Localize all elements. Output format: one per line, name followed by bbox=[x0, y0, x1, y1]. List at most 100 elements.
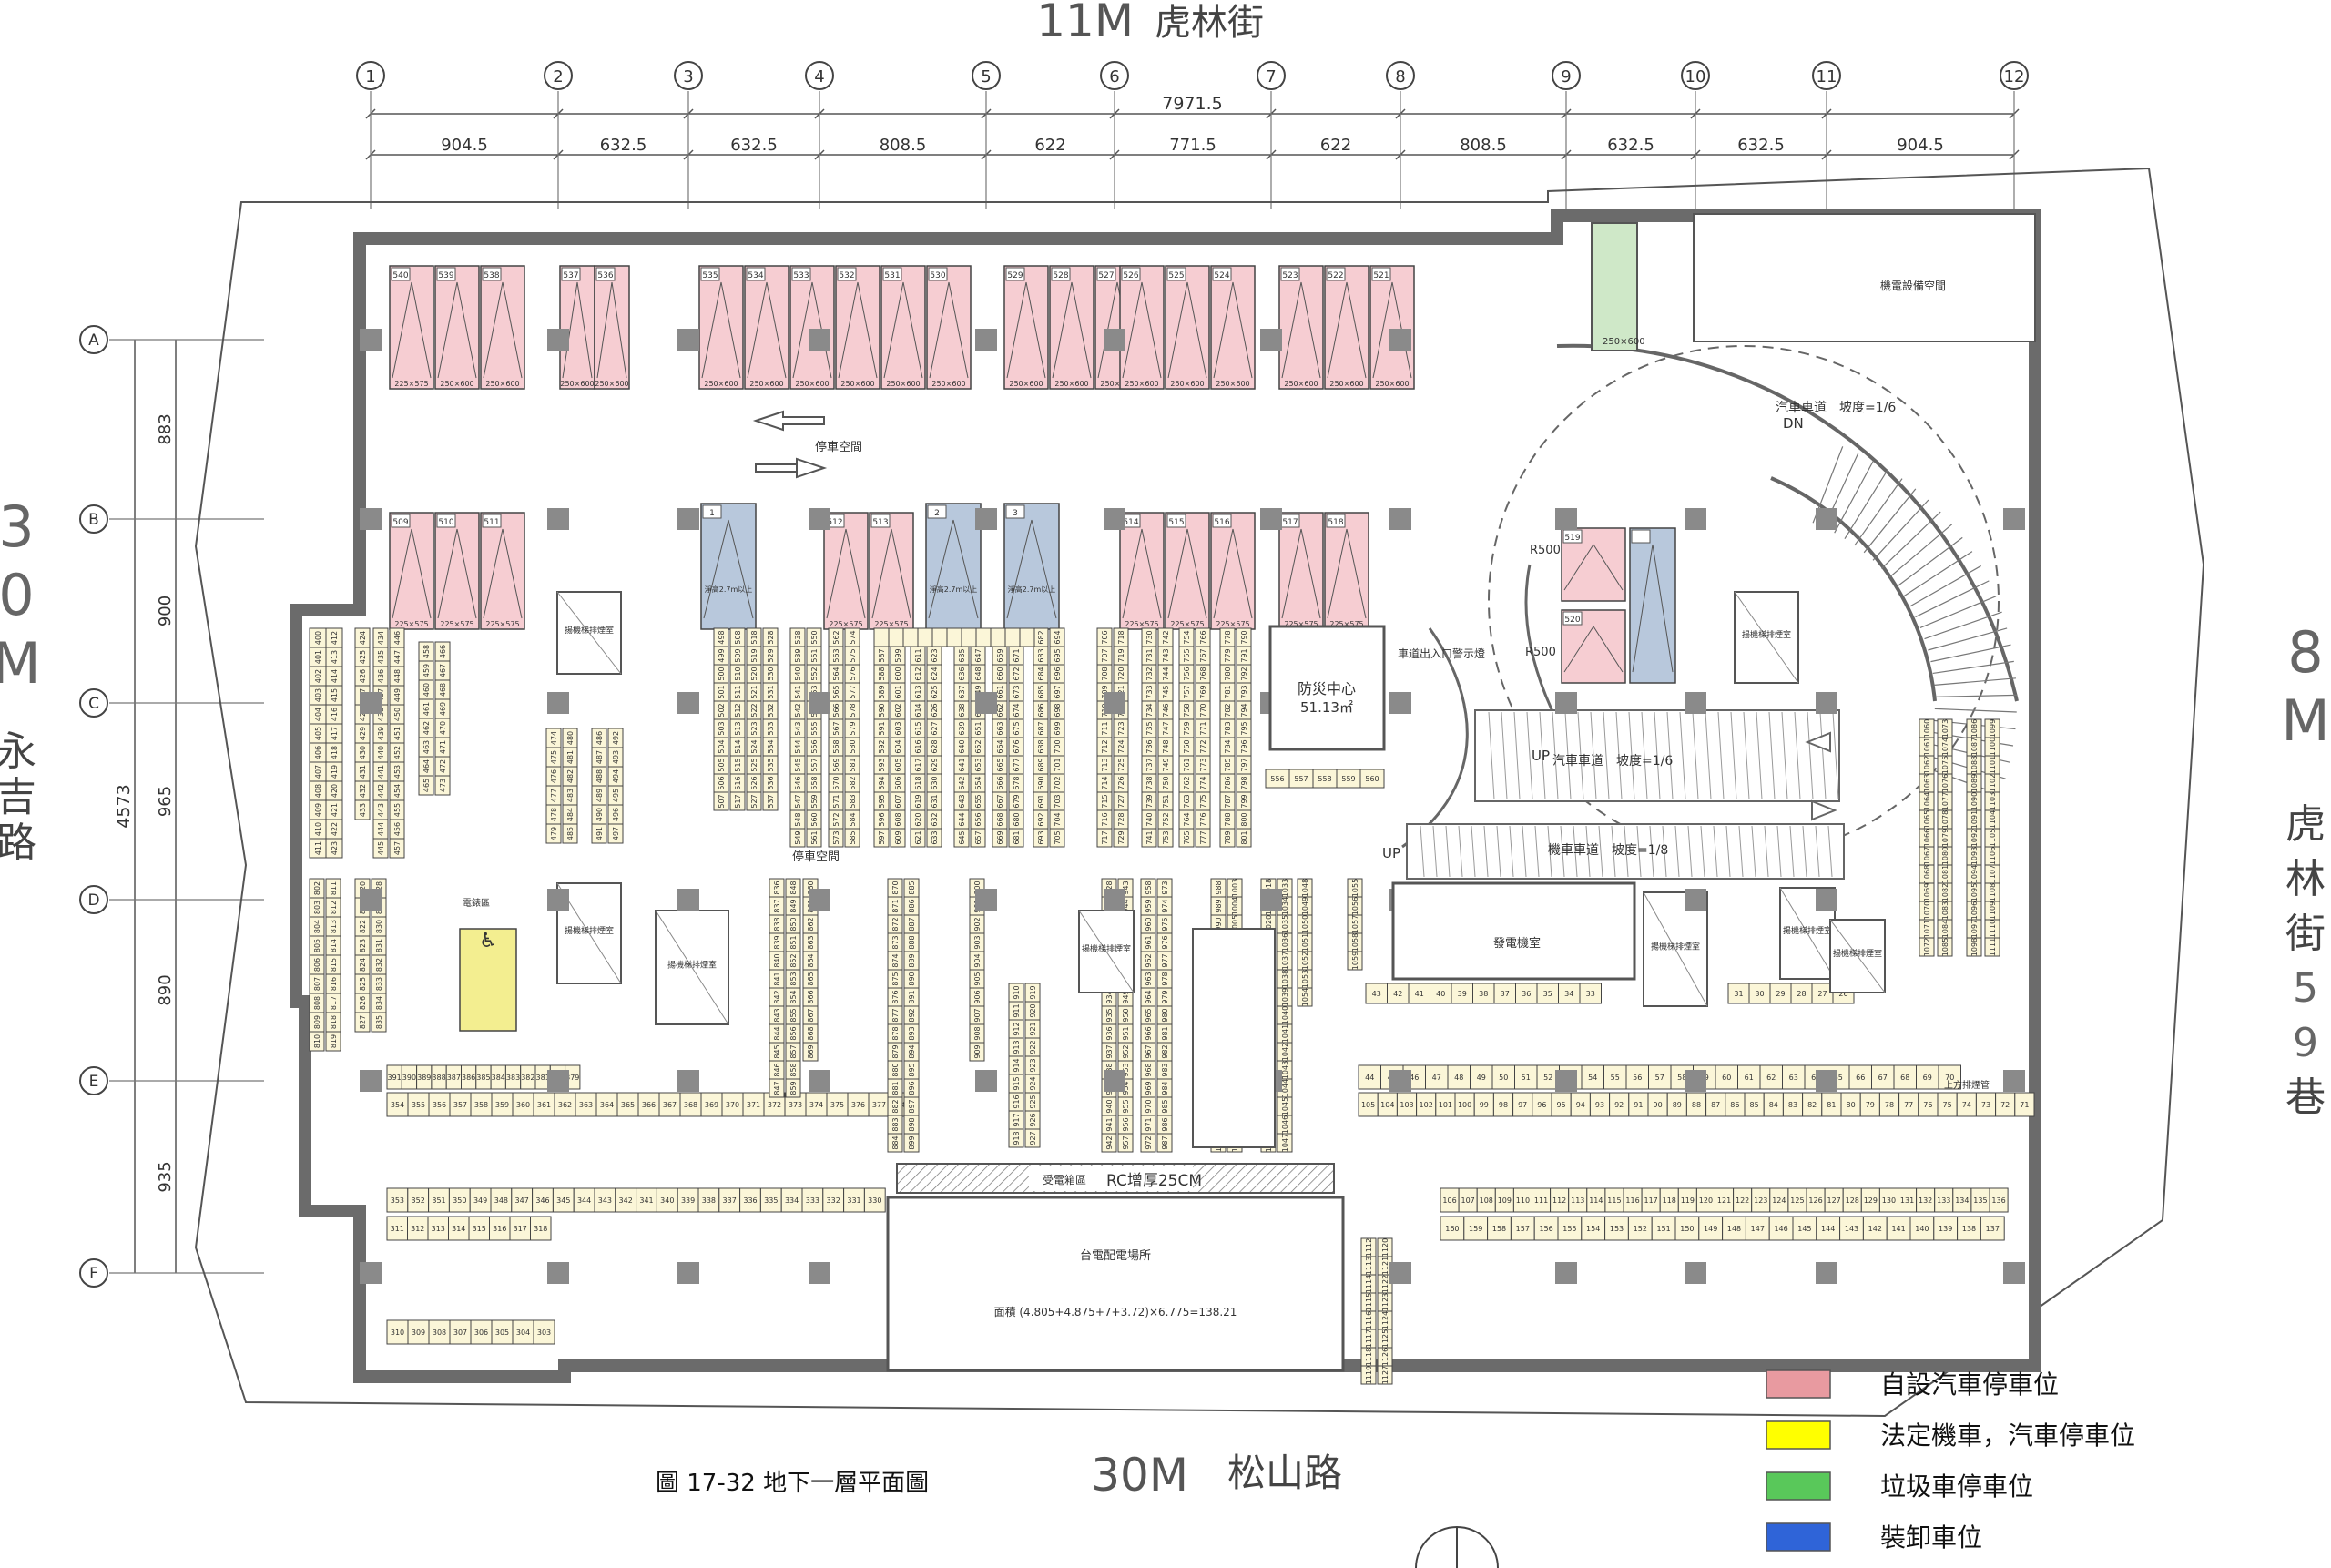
moto-stall: 40 bbox=[1430, 983, 1452, 1004]
moto-stall-number: 847 bbox=[773, 1081, 781, 1095]
moto-stall: 84 bbox=[1763, 1092, 1784, 1117]
moto-stall: 382 bbox=[520, 1064, 536, 1090]
moto-stall-number: 82 bbox=[1807, 1101, 1817, 1109]
moto-stall bbox=[961, 627, 977, 647]
moto-stall: 413 bbox=[325, 647, 343, 667]
moto-stall-number: 1078 bbox=[1941, 810, 1949, 829]
moto-stall-number: 334 bbox=[785, 1196, 799, 1205]
moto-stall-number: 924 bbox=[1029, 1076, 1037, 1090]
moto-stall-number: 681 bbox=[1013, 830, 1021, 844]
moto-stall-number: 636 bbox=[958, 667, 966, 680]
moto-stall-number: 1082 bbox=[1941, 883, 1949, 901]
moto-stall: 959 bbox=[1140, 896, 1156, 916]
moto-stall-number: 1085 bbox=[1941, 938, 1949, 956]
moto-stall-box bbox=[844, 828, 860, 848]
moto-stall-number: 106 bbox=[1442, 1196, 1456, 1205]
moto-stall: 958 bbox=[1140, 878, 1156, 898]
moto-stall: 764 bbox=[1178, 809, 1195, 830]
moto-stall-number: 383 bbox=[506, 1074, 520, 1082]
dim-row-span: 890 bbox=[156, 974, 175, 1005]
moto-stall-number: 878 bbox=[891, 1026, 900, 1040]
moto-stall-number: 854 bbox=[789, 990, 798, 1003]
moto-stall: 94 bbox=[1570, 1092, 1591, 1117]
moto-stall: 865 bbox=[802, 969, 819, 989]
car-stall-number: 515 bbox=[1168, 518, 1184, 527]
moto-stall-number: 837 bbox=[773, 899, 781, 912]
car-stall-line bbox=[1652, 544, 1674, 673]
moto-stall-number: 1041 bbox=[1281, 1024, 1289, 1043]
moto-stall: 366 bbox=[637, 1092, 660, 1117]
moto-stall: 336 bbox=[739, 1187, 761, 1213]
moto-stall: 367 bbox=[658, 1092, 681, 1117]
moto-stall: 849 bbox=[785, 896, 801, 916]
moto-stall: 506 bbox=[713, 773, 729, 793]
moto-stall-number: 359 bbox=[495, 1101, 509, 1109]
moto-stall-number: 497 bbox=[612, 827, 620, 840]
moto-stall-number: 780 bbox=[1224, 667, 1232, 680]
car-stall-line bbox=[1593, 626, 1624, 673]
moto-stall: 369 bbox=[700, 1092, 723, 1117]
moto-stall-number: 530 bbox=[767, 667, 775, 680]
moto-stall: 114 bbox=[1586, 1187, 1606, 1213]
moto-stall-number: 1083 bbox=[1941, 901, 1949, 920]
moto-stall-number: 876 bbox=[891, 990, 900, 1003]
moto-stall: 878 bbox=[887, 1023, 903, 1044]
moto-stall-number: 479 bbox=[550, 827, 558, 840]
moto-stall-number: 941 bbox=[1105, 1117, 1114, 1131]
structural-column bbox=[1104, 1070, 1125, 1092]
moto-stall-number: 498 bbox=[718, 630, 726, 644]
moto-stall: 422 bbox=[325, 819, 343, 840]
car-stall-line bbox=[845, 528, 866, 619]
moto-stall: 880 bbox=[887, 1060, 903, 1080]
moto-stall-number: 455 bbox=[393, 803, 402, 817]
moto-stall: 970 bbox=[1140, 1096, 1156, 1116]
moto-stall-number: 615 bbox=[914, 721, 922, 735]
moto-stall: 851 bbox=[785, 932, 801, 952]
moto-stall: 111 bbox=[1532, 1187, 1552, 1213]
moto-stall-number: 116 bbox=[1625, 1196, 1639, 1205]
moto-stall: 464 bbox=[418, 756, 434, 777]
moto-stall: 385 bbox=[475, 1064, 492, 1090]
moto-stall-number: 727 bbox=[1117, 794, 1125, 808]
moto-stall: 666 bbox=[992, 773, 1008, 793]
moto-stall-number: 400 bbox=[314, 631, 322, 645]
structural-column bbox=[1685, 508, 1706, 530]
moto-stall-number: 867 bbox=[807, 1008, 815, 1022]
moto-stall: 339 bbox=[677, 1187, 699, 1213]
moto-stall-number: 1034 bbox=[1281, 897, 1289, 915]
moto-stall-number: 118 bbox=[1663, 1196, 1676, 1205]
car-stall-line bbox=[483, 281, 504, 379]
moto-stall: 907 bbox=[969, 1005, 985, 1025]
moto-stall: 921 bbox=[1024, 1019, 1041, 1039]
moto-stall-number: 434 bbox=[377, 631, 385, 645]
car-stall-size: 250×600 bbox=[595, 380, 628, 388]
moto-stall-number: 402 bbox=[314, 669, 322, 683]
moto-stall: 346 bbox=[532, 1187, 554, 1213]
moto-stall-number: 1109 bbox=[1989, 901, 1997, 920]
moto-stall-number: 518 bbox=[750, 630, 758, 644]
moto-stall-number: 975 bbox=[1161, 917, 1169, 931]
moto-stall-number: 877 bbox=[891, 1008, 900, 1022]
moto-stall-number: 372 bbox=[768, 1101, 781, 1109]
moto-stall-number: 590 bbox=[878, 703, 886, 717]
grid-column-label: 12 bbox=[2004, 67, 2025, 87]
moto-stall-number: 539 bbox=[794, 648, 802, 662]
moto-stall-number: 34 bbox=[1564, 990, 1573, 998]
moto-stall-number: 922 bbox=[1029, 1040, 1037, 1054]
moto-stall-number: 46 bbox=[1410, 1074, 1419, 1082]
moto-stall: 552 bbox=[806, 664, 822, 684]
moto-stall-number: 528 bbox=[767, 630, 775, 644]
moto-stall-number: 811 bbox=[330, 881, 338, 895]
structural-column bbox=[1816, 889, 1837, 911]
moto-stall-number: 1120 bbox=[1381, 1238, 1389, 1257]
moto-stall: 575 bbox=[844, 646, 860, 666]
moto-stall-number: 842 bbox=[773, 990, 781, 1003]
moto-stall-number: 919 bbox=[1029, 985, 1037, 999]
moto-stall-number: 428 bbox=[359, 708, 367, 721]
moto-stall: 1048 bbox=[1297, 878, 1313, 898]
dim-span: 632.5 bbox=[1607, 136, 1654, 155]
moto-stall: 500 bbox=[713, 664, 729, 684]
moto-stall: 775 bbox=[1195, 791, 1211, 811]
moto-stall-number: 986 bbox=[1161, 1117, 1169, 1131]
